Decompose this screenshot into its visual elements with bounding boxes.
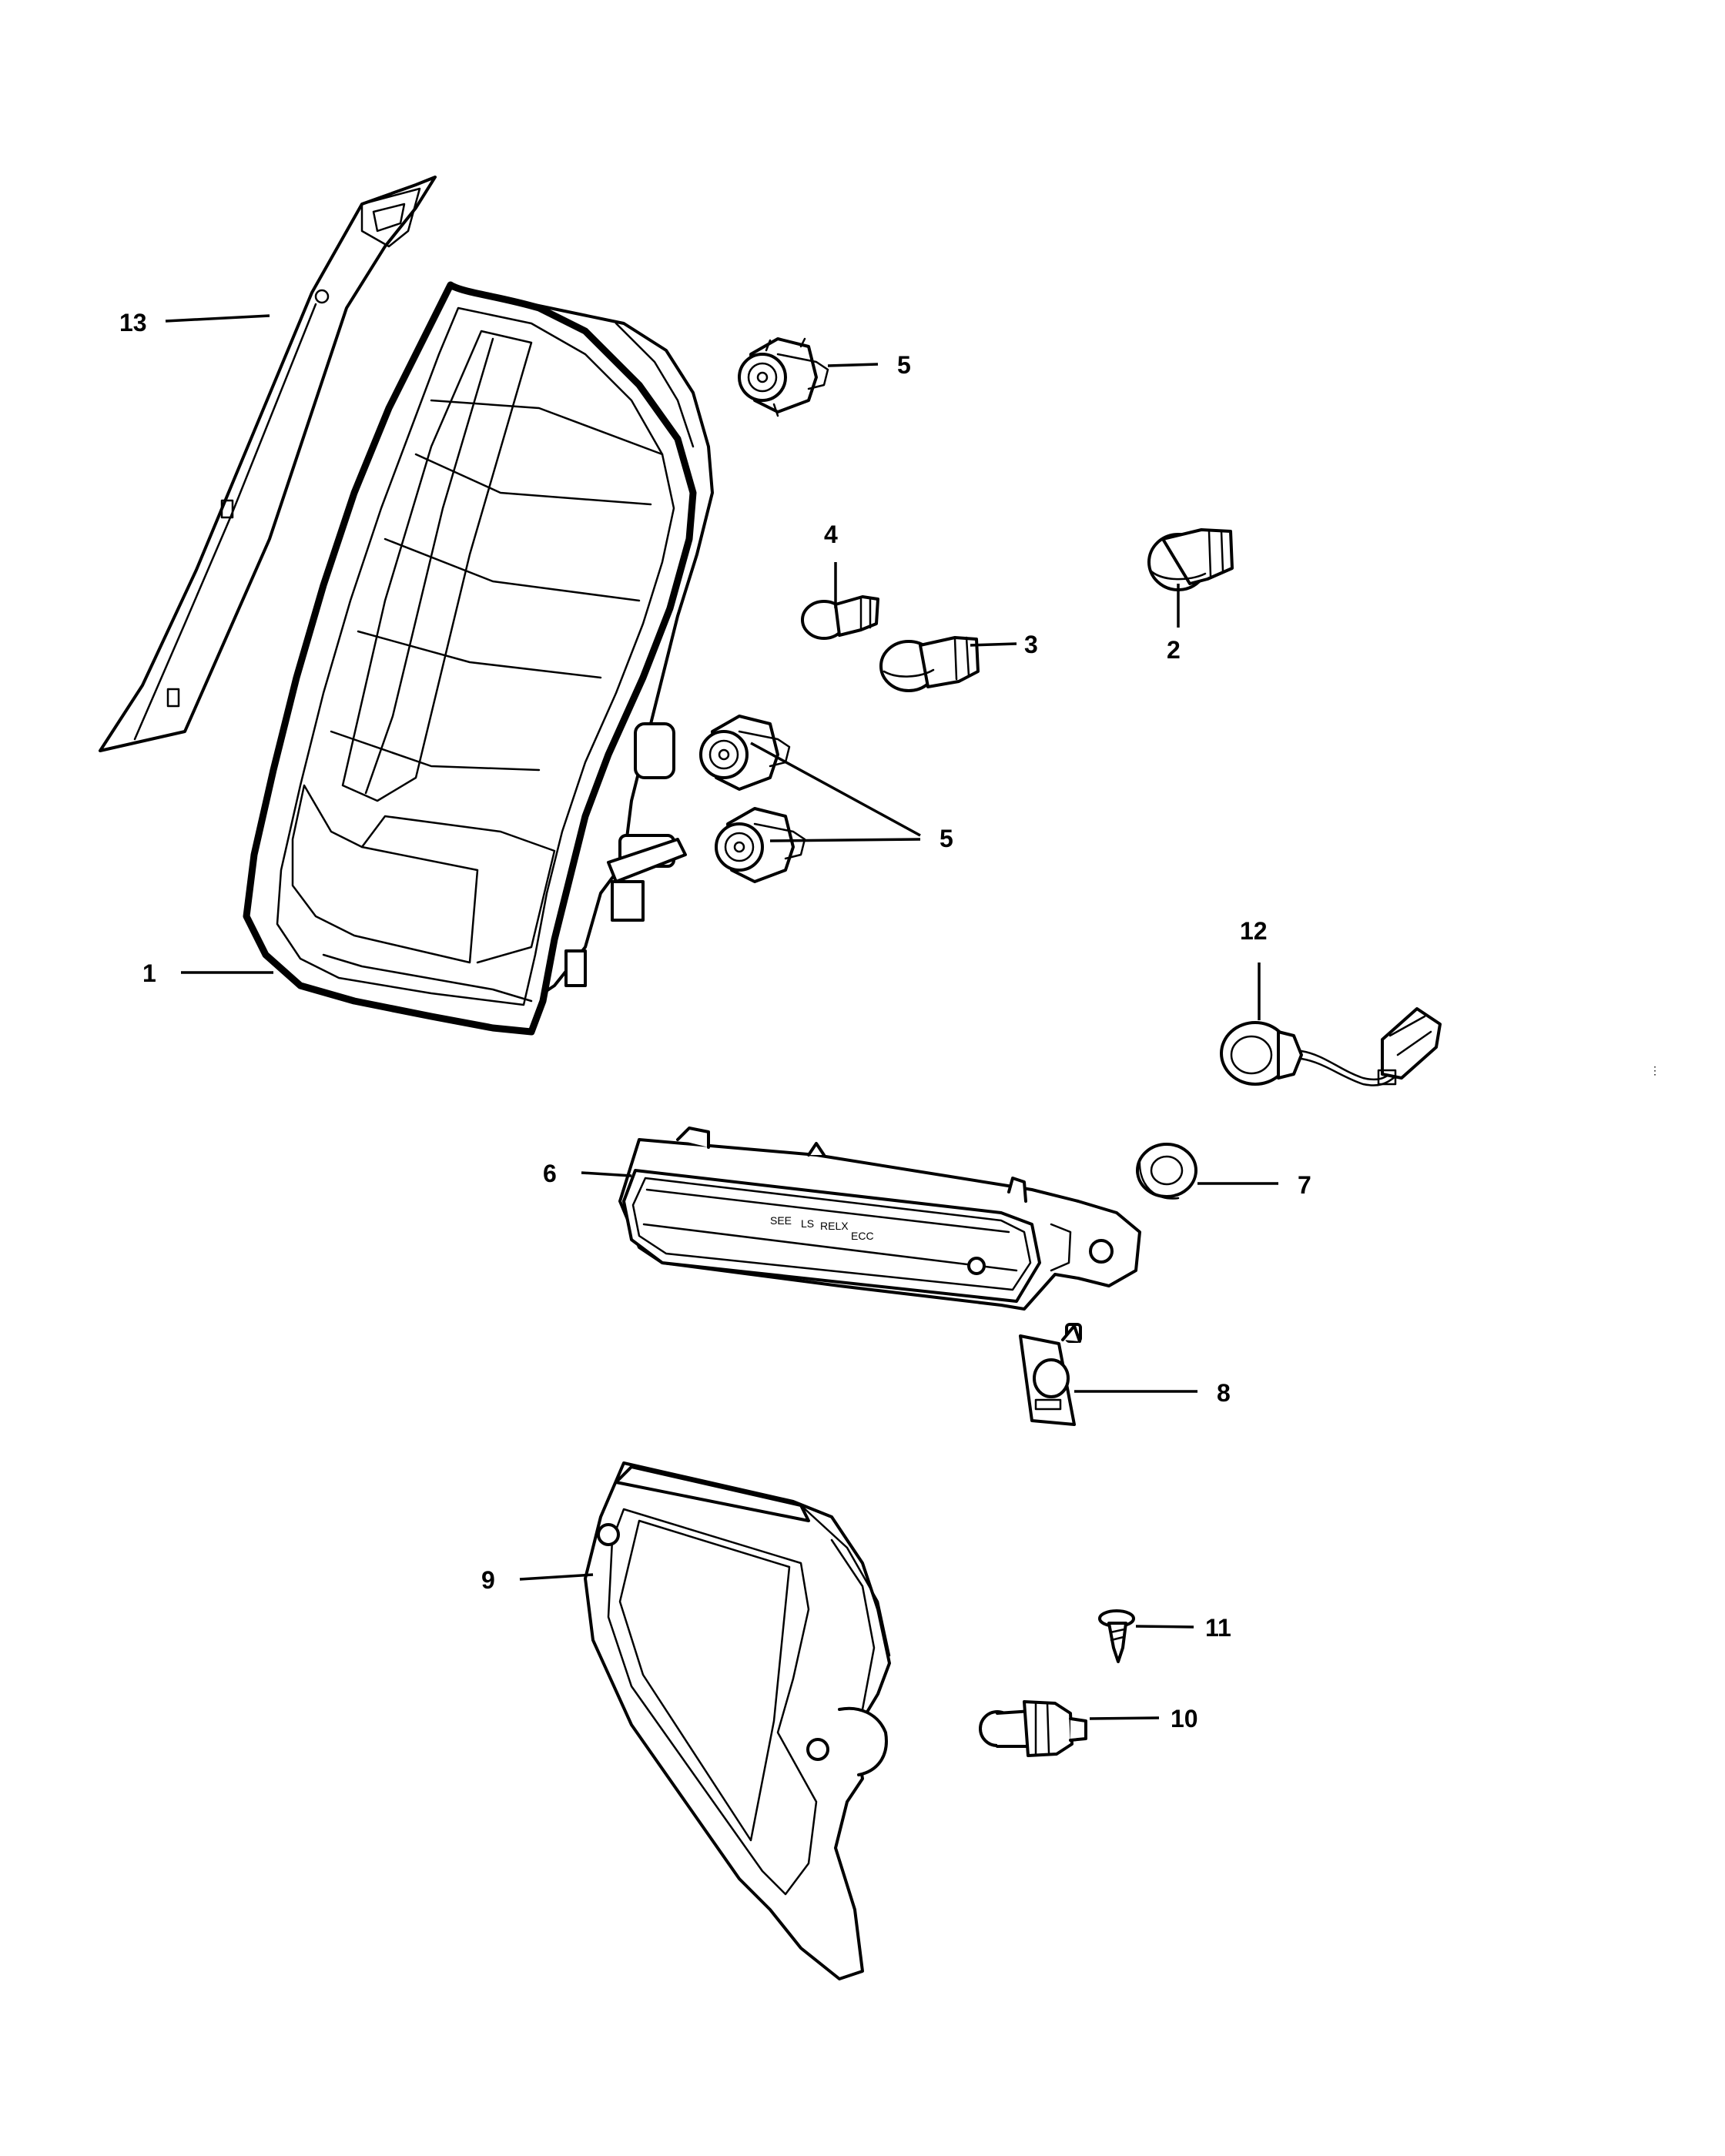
callout-4: 4 <box>824 521 838 548</box>
callout-13: 13 <box>119 309 147 336</box>
part-9-license-housing <box>584 1461 891 1980</box>
callout-8: 8 <box>1217 1379 1231 1407</box>
part-1-tail-lamp <box>243 281 714 1036</box>
part-13-trim-applique <box>99 176 437 752</box>
part-5-socket-lower <box>715 807 806 883</box>
leader-5-mid-b <box>769 838 921 842</box>
callouts: 13 5 4 3 2 5 1 12 6 7 8 9 11 10 <box>119 309 1311 1732</box>
page-edge-mark: ⋮ <box>1650 1064 1660 1076</box>
leader-6 <box>581 1171 632 1177</box>
callout-12: 12 <box>1240 917 1268 945</box>
leader-3 <box>970 642 1017 647</box>
callout-5-mid: 5 <box>940 825 953 852</box>
callout-5-top: 5 <box>897 351 911 379</box>
part-8-clip <box>1019 1323 1082 1426</box>
part-10-socket <box>979 1700 1087 1757</box>
leader-10 <box>1089 1716 1160 1720</box>
part-3-bulb <box>879 636 980 692</box>
callout-10: 10 <box>1171 1705 1198 1732</box>
part-7-grommet <box>1136 1143 1197 1200</box>
callout-2: 2 <box>1167 636 1181 664</box>
leader-lines <box>165 314 1278 1720</box>
callout-9: 9 <box>481 1566 495 1594</box>
leader-13 <box>165 314 270 323</box>
callout-7: 7 <box>1298 1171 1311 1199</box>
callout-3: 3 <box>1024 631 1038 658</box>
part-6-chmsl: SEE LS RELX ECC <box>618 1127 1141 1311</box>
part-5-socket-upper <box>699 715 791 791</box>
callout-6: 6 <box>543 1160 557 1187</box>
lens-mark-4: ECC <box>851 1230 874 1242</box>
leader-5-mid-a <box>750 742 921 837</box>
callout-1: 1 <box>142 959 156 987</box>
part-12-lamp-pigtail: ⋮ <box>1220 1007 1660 1086</box>
part-5-socket-top <box>738 337 829 417</box>
leader-11 <box>1135 1625 1194 1629</box>
leader-9 <box>519 1573 594 1581</box>
lens-mark-3: RELX <box>820 1220 849 1232</box>
lens-mark-2: LS <box>801 1217 814 1230</box>
part-4-bulb <box>801 595 879 640</box>
part-2-bulb <box>1147 528 1234 591</box>
lens-mark-1: SEE <box>770 1214 792 1227</box>
part-11-screw <box>1098 1609 1135 1663</box>
callout-11: 11 <box>1205 1614 1231 1642</box>
leader-5-top <box>827 363 879 367</box>
